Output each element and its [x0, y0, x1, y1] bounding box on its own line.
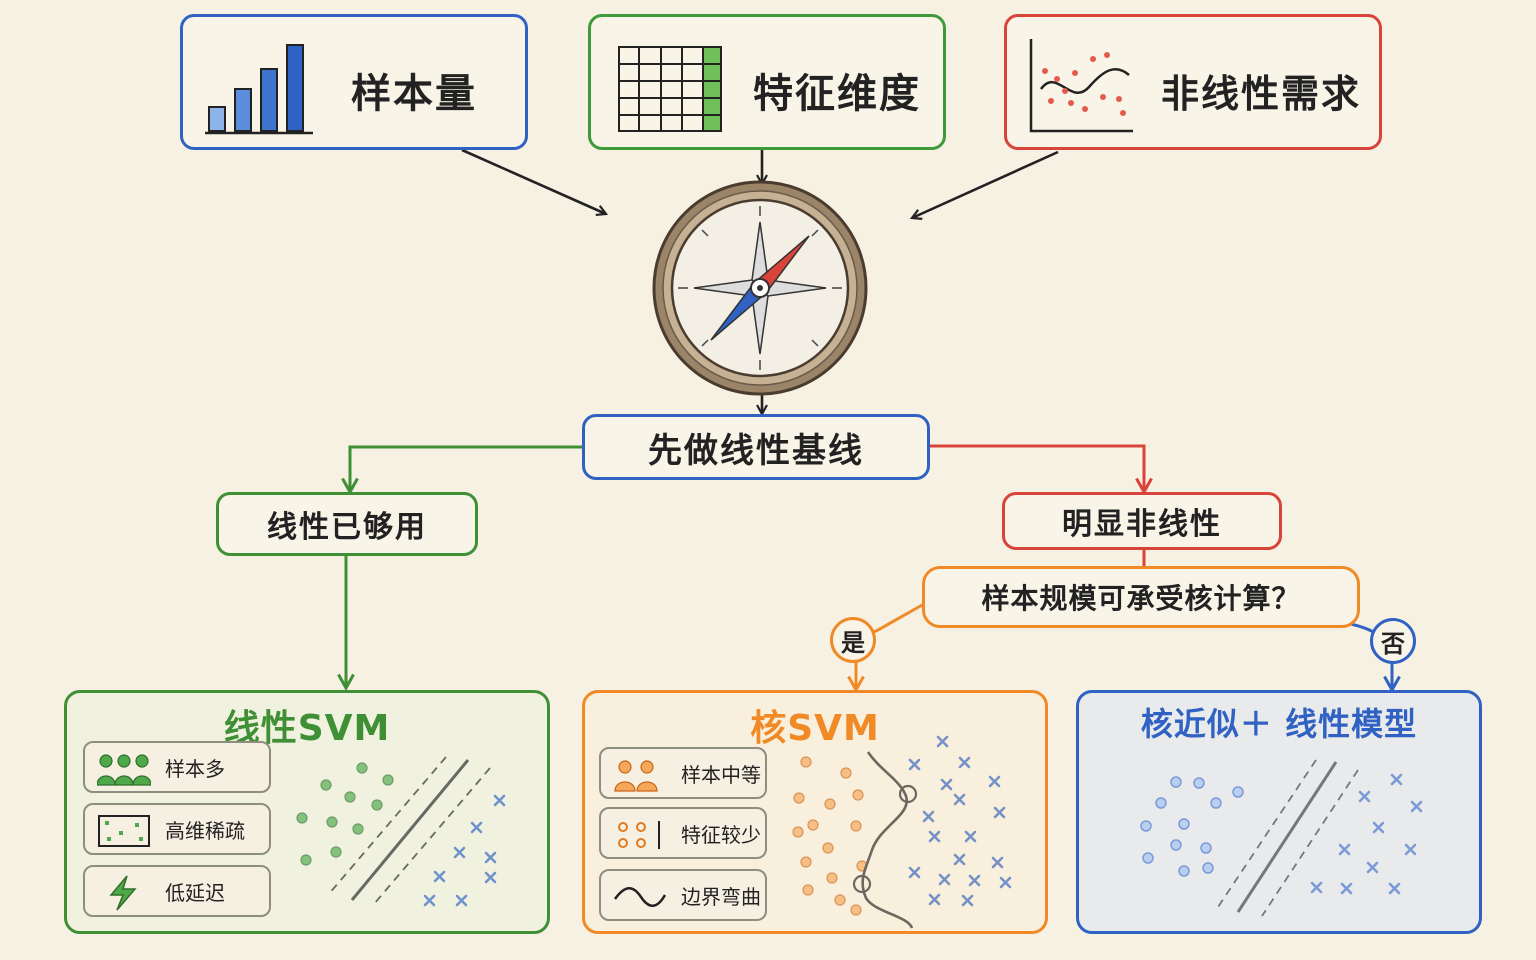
baseline-box: 先做线性基线: [582, 414, 930, 480]
chip-medium-samples: 样本中等: [599, 747, 767, 799]
scatter-curve-icon: [1029, 39, 1133, 133]
dots-icon: [618, 821, 660, 849]
lightning-icon: [109, 875, 137, 911]
chip-low-latency: 低延迟: [83, 865, 271, 917]
input-box-samples: 样本量: [180, 14, 528, 150]
people-icon: [614, 760, 658, 792]
approx-title: 核近似＋ 线性模型: [1140, 705, 1418, 743]
chip-curved-boundary: 边界弯曲: [599, 869, 767, 921]
linear-svm-panel: 线性SVM 样本多 高维稀疏 低延迟: [64, 690, 550, 934]
input-label-features: 特征维度: [753, 71, 921, 117]
people-icon: [97, 754, 151, 786]
arrow-baseline-to-nonlinear: [930, 444, 1144, 492]
sparse-grid-icon: [98, 815, 150, 847]
arrow-baseline-to-linear-enough: [350, 445, 584, 492]
chip-high-dim-sparse: 高维稀疏: [83, 803, 271, 855]
grid-icon: [618, 46, 722, 132]
bar-chart-icon: [205, 44, 313, 135]
chip-many-samples: 样本多: [83, 741, 271, 793]
yes-badge: 是: [830, 617, 876, 663]
linear-enough-box: 线性已够用: [216, 492, 478, 556]
chip-fewer-features: 特征较少: [599, 807, 767, 859]
approx-scatter: [1140, 759, 1423, 917]
linear-svm-scatter: [296, 756, 506, 907]
input-box-nonlinear: 非线性需求: [1004, 14, 1382, 150]
nonlinear-box: 明显非线性: [1002, 492, 1282, 550]
arrow-samples-to-compass: [461, 148, 606, 214]
approx-panel: 核近似＋ 线性模型: [1076, 690, 1482, 934]
input-label-nonlinear: 非线性需求: [1161, 72, 1362, 116]
input-box-features: 特征维度: [588, 14, 946, 150]
kernel-svm-panel: 核SVM 样本中等 特征较少 边界弯曲: [582, 690, 1048, 934]
kernel-svm-title: 核SVM: [750, 708, 880, 749]
arrow-nonlinear-to-compass: [912, 150, 1059, 218]
question-box: 样本规模可承受核计算？: [922, 566, 1360, 628]
wave-icon: [613, 887, 667, 907]
input-label-samples: 样本量: [351, 71, 477, 117]
no-badge: 否: [1370, 618, 1416, 664]
compass-icon: [652, 180, 868, 396]
kernel-svm-scatter: [792, 735, 1012, 929]
